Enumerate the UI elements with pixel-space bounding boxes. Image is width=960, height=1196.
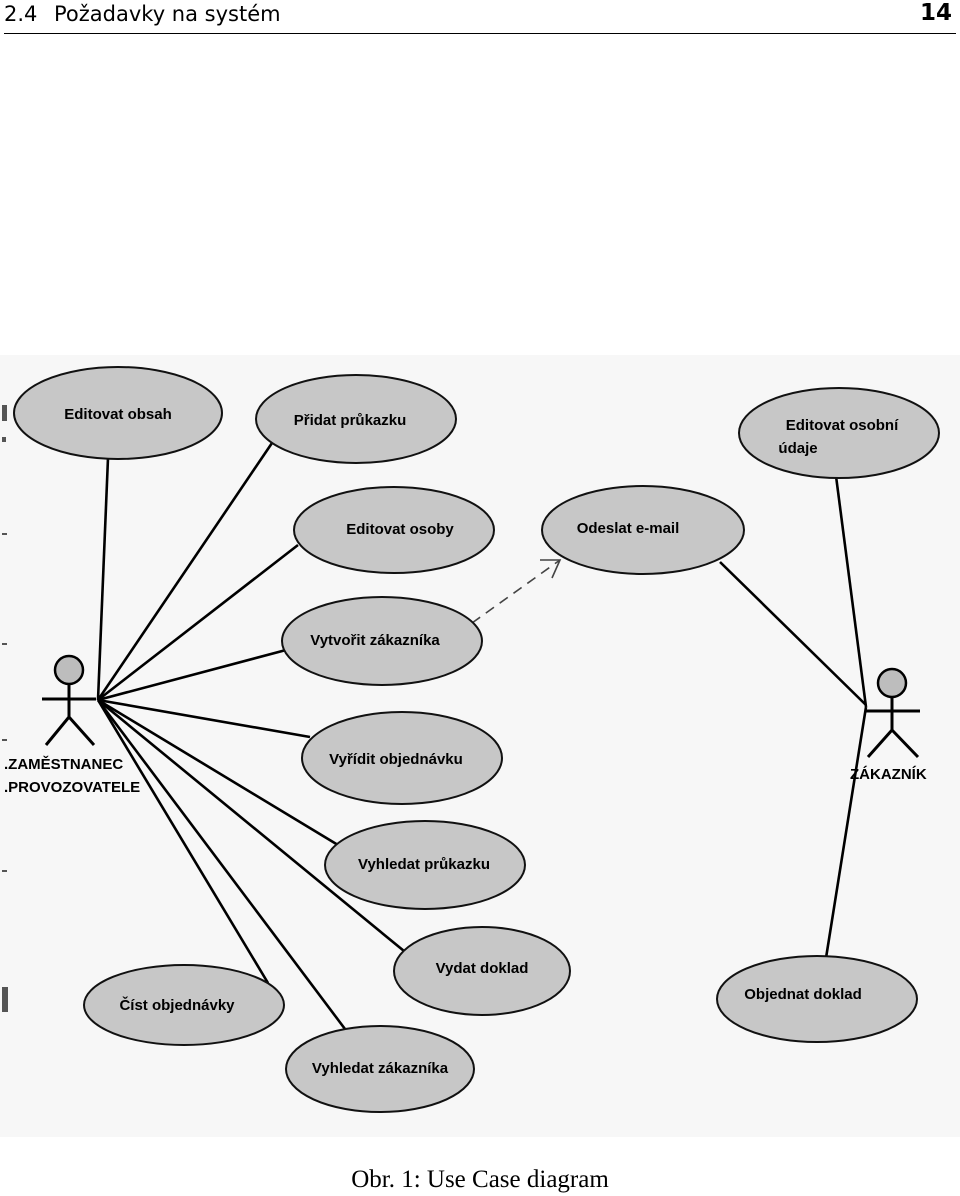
use-case-label: Přidat průkazku xyxy=(294,412,407,429)
use-case-objednat-doklad: Objednat doklad xyxy=(716,955,918,1043)
actor-employee: .ZAMĚSTNANEC .PROVOZOVATELE xyxy=(4,654,140,796)
use-case-label: Vyhledat zákazníka xyxy=(312,1060,449,1077)
assoc-pridat-prukazku xyxy=(96,442,274,701)
figure-caption: Obr. 1: Use Case diagram xyxy=(351,1166,609,1193)
use-case-cist-objednavky: Číst objednávky xyxy=(83,964,285,1046)
use-case-odeslat-email: Odeslat e-mail xyxy=(541,485,745,575)
employee-associations xyxy=(96,442,405,1034)
running-header: 2.4 Požadavky na systém 14 xyxy=(4,0,956,34)
use-case-label: Objednat doklad xyxy=(744,986,862,1003)
dependency-arrow xyxy=(471,559,562,624)
use-case-vyhledat-zakaznika: Vyhledat zákazníka xyxy=(285,1025,475,1113)
use-case-vyhledat-prukazku: Vyhledat průkazku xyxy=(324,820,526,910)
use-case-label: Vyhledat průkazku xyxy=(358,856,490,873)
use-case-vydat-doklad: Vydat doklad xyxy=(393,926,571,1016)
assoc-editovat-obsah xyxy=(96,457,110,701)
assoc-odeslat-email xyxy=(719,561,867,706)
use-case-editovat-obsah: Editovat obsah xyxy=(13,366,223,460)
assoc-vytvorit-zakaznika xyxy=(97,648,287,702)
page-number: 14 xyxy=(919,0,952,26)
actor-label-line2: .PROVOZOVATELE xyxy=(4,779,140,796)
assoc-vyridit-objednavku xyxy=(97,698,311,739)
use-case-editovat-osobni-udaje: Editovat osobní údaje xyxy=(738,387,940,479)
use-case-label-line1: Editovat osobní xyxy=(786,417,899,434)
assoc-editovat-osobni-udaje xyxy=(834,475,868,708)
assoc-vyhledat-zakaznika xyxy=(96,699,350,1034)
use-case-label: Vyřídit objednávku xyxy=(329,751,463,768)
edge-marks xyxy=(2,405,8,1012)
actor-customer: ZÁKAZNÍK xyxy=(850,667,927,783)
assoc-cist-objednavky xyxy=(96,699,270,984)
actor-label-line1: .ZAMĚSTNANEC xyxy=(4,755,123,773)
use-case-diagram: Editovat obsah Přidat průkazku Editovat … xyxy=(0,355,960,1137)
use-case-label: Editovat osoby xyxy=(346,521,454,538)
diagram-canvas: Editovat obsah Přidat průkazku Editovat … xyxy=(2,366,940,1113)
assoc-objednat-doklad xyxy=(824,706,868,959)
section-title: Požadavky na systém xyxy=(54,2,281,26)
use-case-editovat-osoby: Editovat osoby xyxy=(293,486,495,574)
use-case-pridat-prukazku: Přidat průkazku xyxy=(255,374,457,464)
actor-head xyxy=(53,654,85,686)
use-case-label: Vytvořit zákazníka xyxy=(310,632,440,649)
section-number: 2.4 xyxy=(4,2,38,26)
actor-label: ZÁKAZNÍK xyxy=(850,766,927,783)
assoc-vyhledat-prukazku xyxy=(97,698,339,847)
use-case-label-line2: údaje xyxy=(778,440,817,457)
use-case-label: Číst objednávky xyxy=(119,996,235,1014)
use-case-vyridit-objednavku: Vyřídit objednávku xyxy=(301,711,503,805)
use-case-label: Odeslat e-mail xyxy=(577,520,680,537)
assoc-editovat-osoby xyxy=(97,543,299,702)
use-case-label: Editovat obsah xyxy=(64,406,172,423)
actor-head xyxy=(876,667,908,699)
assoc-vydat-doklad xyxy=(97,698,405,953)
customer-associations xyxy=(719,475,868,959)
use-case-vytvorit-zakaznika: Vytvořit zákazníka xyxy=(281,596,483,686)
use-case-label: Vydat doklad xyxy=(436,960,529,977)
